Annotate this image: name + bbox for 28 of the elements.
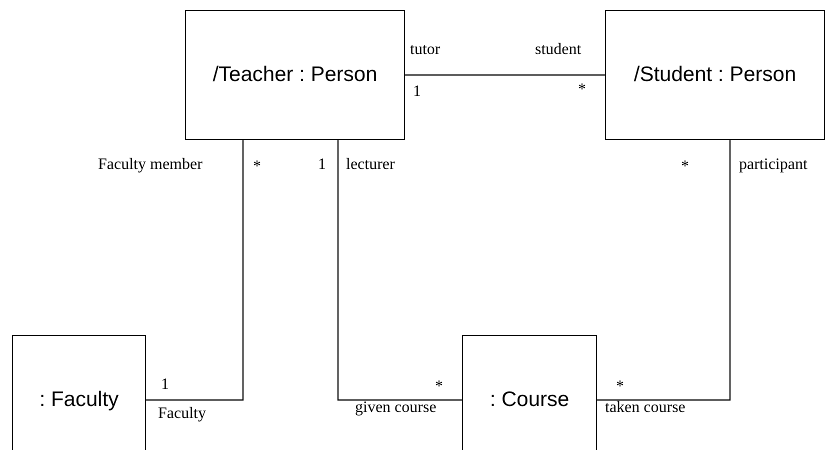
role-label: lecturer xyxy=(346,155,395,175)
class-box xyxy=(12,335,146,450)
class-box xyxy=(605,10,825,140)
role-label: tutor xyxy=(410,40,440,60)
role-label: 1 xyxy=(161,375,169,395)
role-label: Faculty member xyxy=(98,155,202,175)
role-label: 1 xyxy=(413,82,421,102)
role-label: student xyxy=(535,40,582,60)
association-line xyxy=(337,140,462,401)
association-line xyxy=(405,74,605,76)
role-label: taken course xyxy=(605,398,686,418)
role-label: participant xyxy=(739,155,808,175)
class-box xyxy=(185,10,405,140)
role-label: Faculty xyxy=(158,404,206,424)
role-label: * xyxy=(578,80,586,100)
role-label: * xyxy=(435,377,443,397)
role-label: * xyxy=(681,157,689,177)
class-name: /Teacher : Person xyxy=(212,62,378,88)
class-name: : Course xyxy=(490,387,570,413)
role-label: 1 xyxy=(318,155,326,175)
class-name: : Faculty xyxy=(39,387,119,413)
role-label: given course xyxy=(355,398,436,418)
class-box xyxy=(462,335,597,450)
association-line xyxy=(146,140,244,401)
role-label: * xyxy=(253,157,261,177)
association-line xyxy=(597,140,731,401)
class-name: /Student : Person xyxy=(634,62,796,88)
role-label: * xyxy=(616,377,624,397)
